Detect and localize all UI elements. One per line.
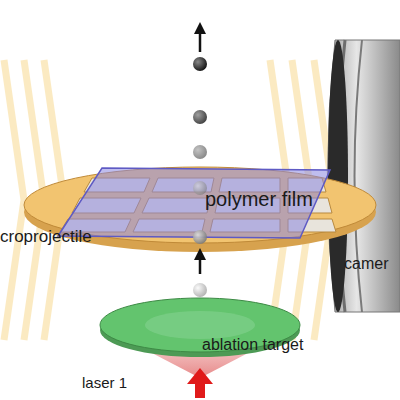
part-label: laser 1 — [82, 375, 127, 392]
trajectory-arrows — [194, 22, 206, 274]
part-label: polymer film — [205, 188, 313, 210]
part-label: camer — [344, 255, 388, 273]
camera — [328, 40, 400, 312]
microprojectile — [193, 57, 207, 297]
polymer-film — [58, 168, 330, 238]
laser-arrow — [187, 368, 213, 398]
part-label: ablation target — [202, 336, 303, 354]
part-label: croprojectile — [0, 228, 92, 247]
